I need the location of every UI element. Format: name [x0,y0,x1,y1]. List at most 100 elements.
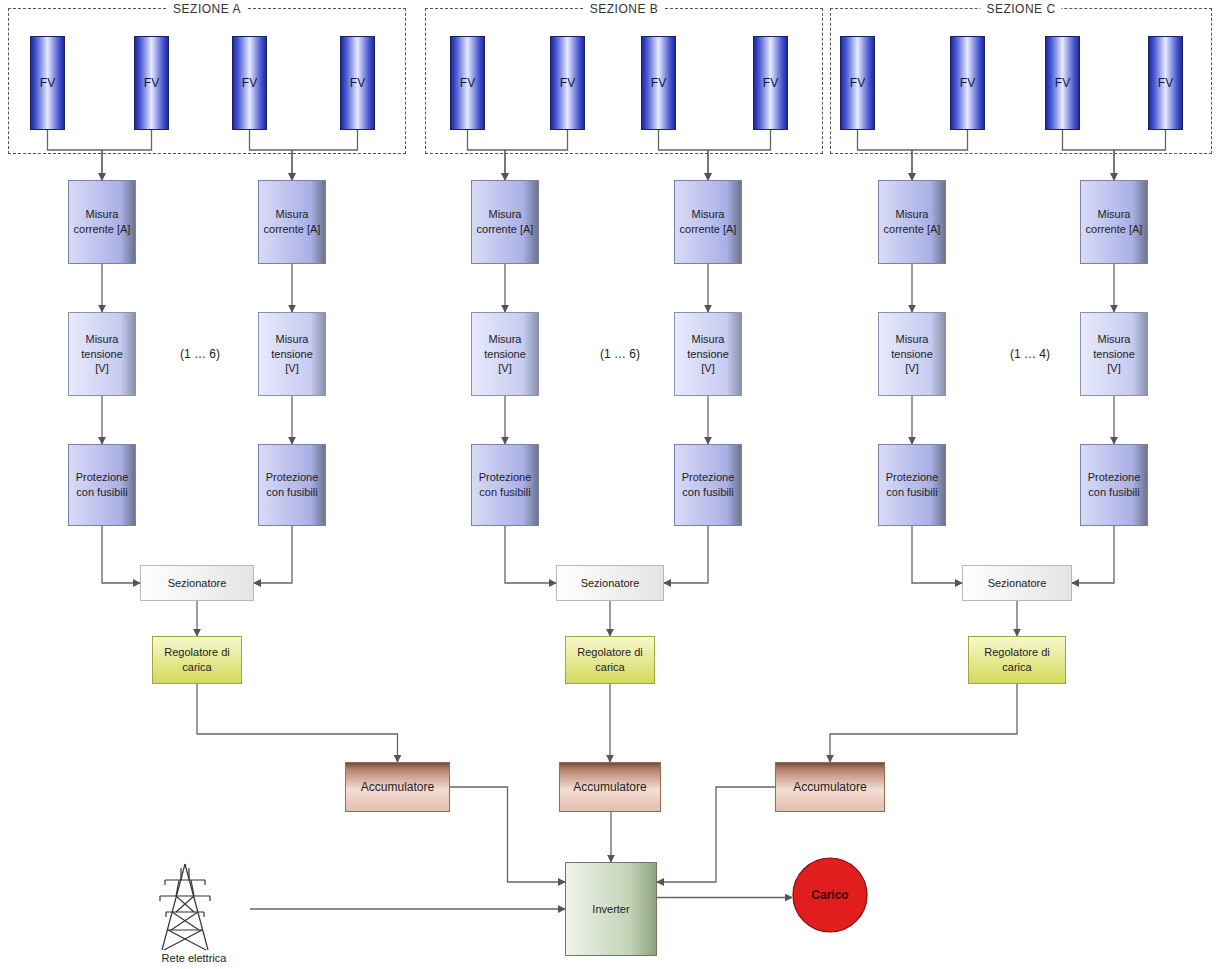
section-heading: SEZIONE B [584,1,665,17]
voltage-meter-box: Misura tensione [V] [878,312,946,396]
disconnector-box: Sezionatore [962,565,1072,601]
charge-controller-box: Regolatore di carica [565,636,655,684]
current-meter-box: Misura corrente [A] [674,180,742,264]
node-label: FV [242,75,257,91]
pv-panel: FV [232,36,267,130]
node-label: FV [850,75,865,91]
pv-panel: FV [641,36,676,130]
node-label: Protezione con fusibili [679,470,737,500]
connector-arrow [291,264,292,312]
section-frame: SEZIONE CFVFVFVFV [830,8,1212,154]
node-label: Misura tensione [V] [679,332,737,377]
connector-arrow [657,897,792,898]
connector-arrow [196,601,197,636]
node-label: Misura corrente [A] [1085,207,1143,237]
node-label: Regolatore di carica [975,645,1059,675]
node-label: Accumulatore [793,779,866,795]
fuse-protection-box: Protezione con fusibili [1080,444,1148,526]
current-meter-box: Misura corrente [A] [258,180,326,264]
node-label: Sezionatore [581,576,640,591]
charge-controller-box: Regolatore di carica [968,636,1066,684]
node-label: Accumulatore [573,779,646,795]
connector-arrow [101,396,102,444]
node-label: FV [1158,75,1173,91]
node-label: Rete elettrica [162,951,227,966]
node-label: Misura corrente [A] [263,207,321,237]
voltage-meter-box: Misura tensione [V] [471,312,539,396]
connector-arrow [609,601,610,636]
connector-arrow [610,812,611,862]
connector-arrow [1016,601,1017,636]
connector-arrow [505,526,556,583]
node-label: Protezione con fusibili [263,470,321,500]
connector-arrow [707,396,708,444]
battery-box: Accumulatore [345,762,450,812]
node-label: Misura tensione [V] [476,332,534,377]
connector-arrow [912,130,968,180]
connector-arrow [48,130,103,180]
connector-arrow [505,130,568,180]
connector-arrow [609,684,610,762]
connector-arrow [1063,130,1115,180]
load-circle: Carico [792,857,868,933]
node-label: Accumulatore [361,779,434,795]
connector-arrow [468,130,506,180]
fuse-protection-box: Protezione con fusibili [674,444,742,526]
section-frame: SEZIONE AFVFVFVFV [8,8,406,154]
connector-arrow [504,264,505,312]
connector-arrow [254,526,292,583]
connector-arrow [102,526,140,583]
fuse-protection-box: Protezione con fusibili [878,444,946,526]
battery-box: Accumulatore [775,762,885,812]
connector-arrow [707,264,708,312]
node-label: Misura tensione [V] [883,332,941,377]
connector-arrow [858,130,913,180]
node-label: Misura corrente [A] [476,207,534,237]
node-label: FV [40,75,55,91]
disconnector-box: Sezionatore [140,565,254,601]
node-label: Carico [811,887,848,903]
connector-arrow [197,684,398,762]
load-circle-fill [793,858,867,932]
connector-arrow [911,264,912,312]
charge-controller-box: Regolatore di carica [152,636,242,684]
node-label: Protezione con fusibili [883,470,941,500]
voltage-meter-box: Misura tensione [V] [258,312,326,396]
node-label: FV [1055,75,1070,91]
node-label: Sezionatore [168,576,227,591]
pv-panel: FV [950,36,985,130]
connector-arrow [657,787,775,882]
node-label: Misura corrente [A] [73,207,131,237]
pv-panel: FV [1148,36,1183,130]
node-label: FV [460,75,475,91]
connector-arrow [708,130,771,180]
connector-arrow [291,396,292,444]
connector-arrow [911,396,912,444]
node-label: Misura corrente [A] [679,207,737,237]
connector-arrow [250,130,293,180]
node-label: Regolatore di carica [159,645,235,675]
node-label: FV [350,75,365,91]
node-label: Misura corrente [A] [883,207,941,237]
fuse-protection-box: Protezione con fusibili [471,444,539,526]
node-label: FV [651,75,666,91]
pv-panel: FV [340,36,375,130]
voltage-meter-box: Misura tensione [V] [1080,312,1148,396]
node-label: Regolatore di carica [572,645,648,675]
connector-arrow [1114,130,1166,180]
voltage-meter-box: Misura tensione [V] [68,312,136,396]
pv-panel: FV [134,36,169,130]
node-label: Misura tensione [V] [1085,332,1143,377]
connector-arrow [659,130,709,180]
node-label: FV [560,75,575,91]
pylon-lattice [160,864,210,950]
section-heading: SEZIONE A [167,1,247,17]
fuse-protection-box: Protezione con fusibili [258,444,326,526]
pv-panel: FV [30,36,65,130]
branch-count: (1 … 6) [180,347,220,361]
current-meter-box: Misura corrente [A] [878,180,946,264]
section-frame: SEZIONE BFVFVFVFV [425,8,823,154]
node-label: Protezione con fusibili [1085,470,1143,500]
